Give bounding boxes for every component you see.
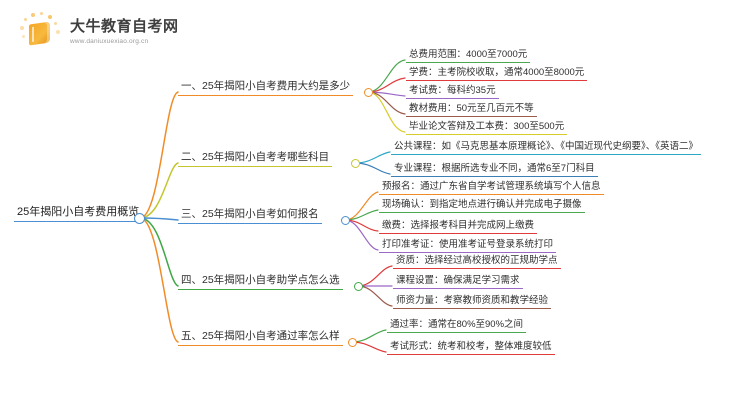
book-icon [18, 12, 62, 52]
leaf-node[interactable]: 通过率：通常在80%至90%之间 [387, 318, 527, 333]
leaf-node[interactable]: 现场确认：到指定地点进行确认并完成电子摄像 [379, 198, 585, 213]
leaf-node[interactable]: 打印准考证：使用准考证号登录系统打印 [379, 238, 557, 253]
leaf-node[interactable]: 资质：选择经过高校授权的正规助学点 [393, 254, 561, 269]
branch-hub-3[interactable] [341, 216, 350, 225]
branch-hub-5[interactable] [348, 338, 357, 347]
leaf-node[interactable]: 缴费：选择报考科目并完成网上缴费 [379, 219, 538, 234]
site-logo: 大牛教育自考网 www.daniuxuexiao.org.cn [18, 8, 228, 56]
mindmap-root-node[interactable]: 25年揭阳小自考费用概览 [14, 206, 143, 222]
leaf-node[interactable]: 总费用范围：4000至7000元 [406, 48, 531, 63]
branch-node-2[interactable]: 二、25年揭阳小自考考哪些科目 [178, 151, 333, 167]
brand-url: www.daniuxuexiao.org.cn [70, 38, 149, 46]
brand-name: 大牛教育自考网 [70, 17, 179, 35]
leaf-node[interactable]: 考试费：每科约35元 [406, 84, 499, 99]
branch-node-5[interactable]: 五、25年揭阳小自考通过率怎么样 [178, 330, 343, 346]
branch-hub-4[interactable] [354, 282, 363, 291]
leaf-node[interactable]: 课程设置：确保满足学习需求 [393, 274, 523, 289]
branch-hub-2[interactable] [351, 159, 360, 168]
leaf-node[interactable]: 教材费用：50元至几百元不等 [406, 102, 537, 117]
leaf-node[interactable]: 考试形式：统考和校考，整体难度较低 [387, 340, 555, 355]
leaf-node[interactable]: 毕业论文答辩及工本费：300至500元 [406, 120, 568, 135]
leaf-node[interactable]: 公共课程：如《马克思基本原理概论》、《中国近现代史纲要》、《英语二》 [391, 140, 702, 155]
branch-hub-1[interactable] [364, 88, 373, 97]
root-hub[interactable] [134, 213, 145, 224]
leaf-node[interactable]: 预报名：通过广东省自学考试管理系统填写个人信息 [379, 180, 604, 195]
branch-node-4[interactable]: 四、25年揭阳小自考助学点怎么选 [178, 274, 343, 290]
branch-node-3[interactable]: 三、25年揭阳小自考如何报名 [178, 208, 322, 224]
leaf-node[interactable]: 专业课程：根据所选专业不同，通常6至7门科目 [391, 162, 598, 177]
branch-node-1[interactable]: 一、25年揭阳小自考费用大约是多少 [178, 80, 354, 96]
leaf-node[interactable]: 师资力量：考察教师资质和教学经验 [393, 294, 552, 309]
leaf-node[interactable]: 学费：主考院校收取，通常4000至8000元 [406, 66, 588, 81]
